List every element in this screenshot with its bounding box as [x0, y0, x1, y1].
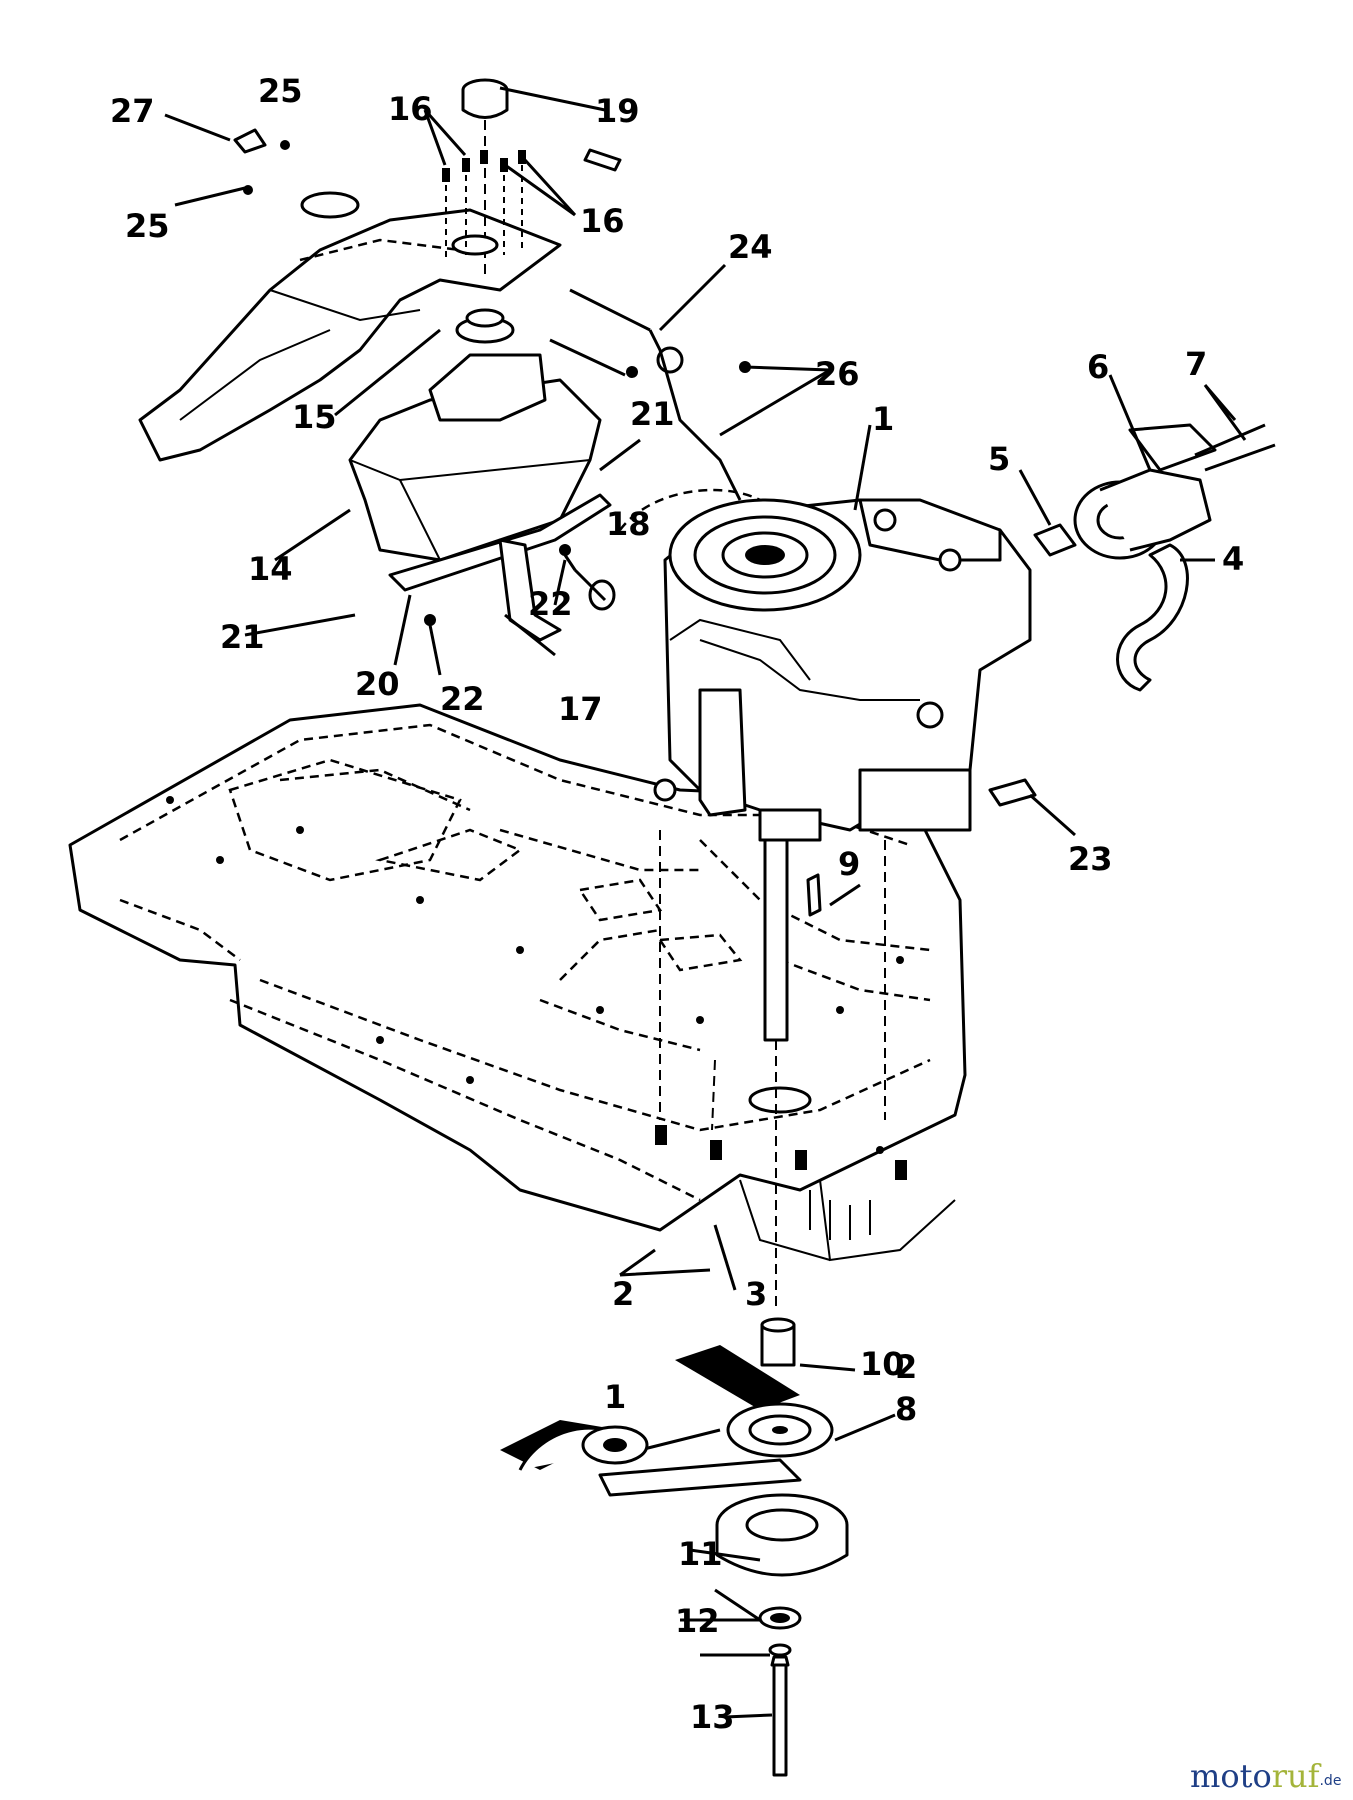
label-part-25-top: 25: [258, 72, 303, 110]
label-part-12: 12: [675, 1602, 720, 1640]
label-part-16-right: 16: [580, 202, 625, 240]
drive-shaft-assembly: [500, 830, 907, 1777]
spark-plug-clip: [988, 778, 1037, 807]
label-part-2-left: 2: [612, 1275, 634, 1313]
chassis-frame: [68, 703, 967, 1262]
label-part-21-right: 21: [630, 395, 675, 433]
label-part-18: 18: [606, 505, 651, 543]
label-part-10: 10: [860, 1345, 905, 1383]
watermark-text: motoruf.de: [1190, 1757, 1341, 1795]
label-part-7: 7: [1185, 345, 1207, 383]
label-part-26: 26: [815, 355, 860, 393]
label-part-13: 13: [690, 1698, 735, 1736]
label-part-5: 5: [988, 440, 1010, 478]
label-part-1: 1: [872, 400, 894, 438]
label-part-3: 3: [745, 1275, 767, 1313]
label-part-1-belt: 1: [604, 1378, 626, 1416]
label-part-27: 27: [110, 92, 155, 130]
tank-cap-hardware: [442, 78, 526, 280]
engine: [653, 498, 1032, 1042]
label-part-21-left: 21: [220, 618, 265, 656]
part-labels: 1 1 2 3 2 4 5 6 7 8 9 10 11 12 13 14 15 …: [110, 72, 1244, 1736]
muffler-assembly: [1033, 423, 1276, 692]
watermark-logo: motoruf.de: [1190, 1757, 1341, 1795]
leader-lines: [164, 86, 1247, 1719]
dash-panel: [138, 128, 761, 531]
label-part-4: 4: [1222, 540, 1244, 578]
label-part-6: 6: [1087, 348, 1109, 386]
label-part-16-left: 16: [388, 90, 433, 128]
label-part-19: 19: [595, 92, 640, 130]
label-part-15: 15: [292, 398, 337, 436]
label-part-22-lower: 22: [440, 680, 485, 718]
label-part-25-left: 25: [125, 207, 170, 245]
label-part-11: 11: [678, 1535, 723, 1573]
label-part-14: 14: [248, 550, 293, 588]
label-part-24: 24: [728, 228, 773, 266]
label-part-8: 8: [895, 1390, 917, 1428]
label-part-9: 9: [838, 845, 860, 883]
label-part-23: 23: [1068, 840, 1113, 878]
fuel-tank: [348, 308, 602, 562]
label-part-2-right: 2: [895, 1348, 917, 1386]
label-part-20: 20: [355, 665, 400, 703]
label-part-17: 17: [558, 690, 603, 728]
label-part-22-upper: 22: [528, 585, 573, 623]
